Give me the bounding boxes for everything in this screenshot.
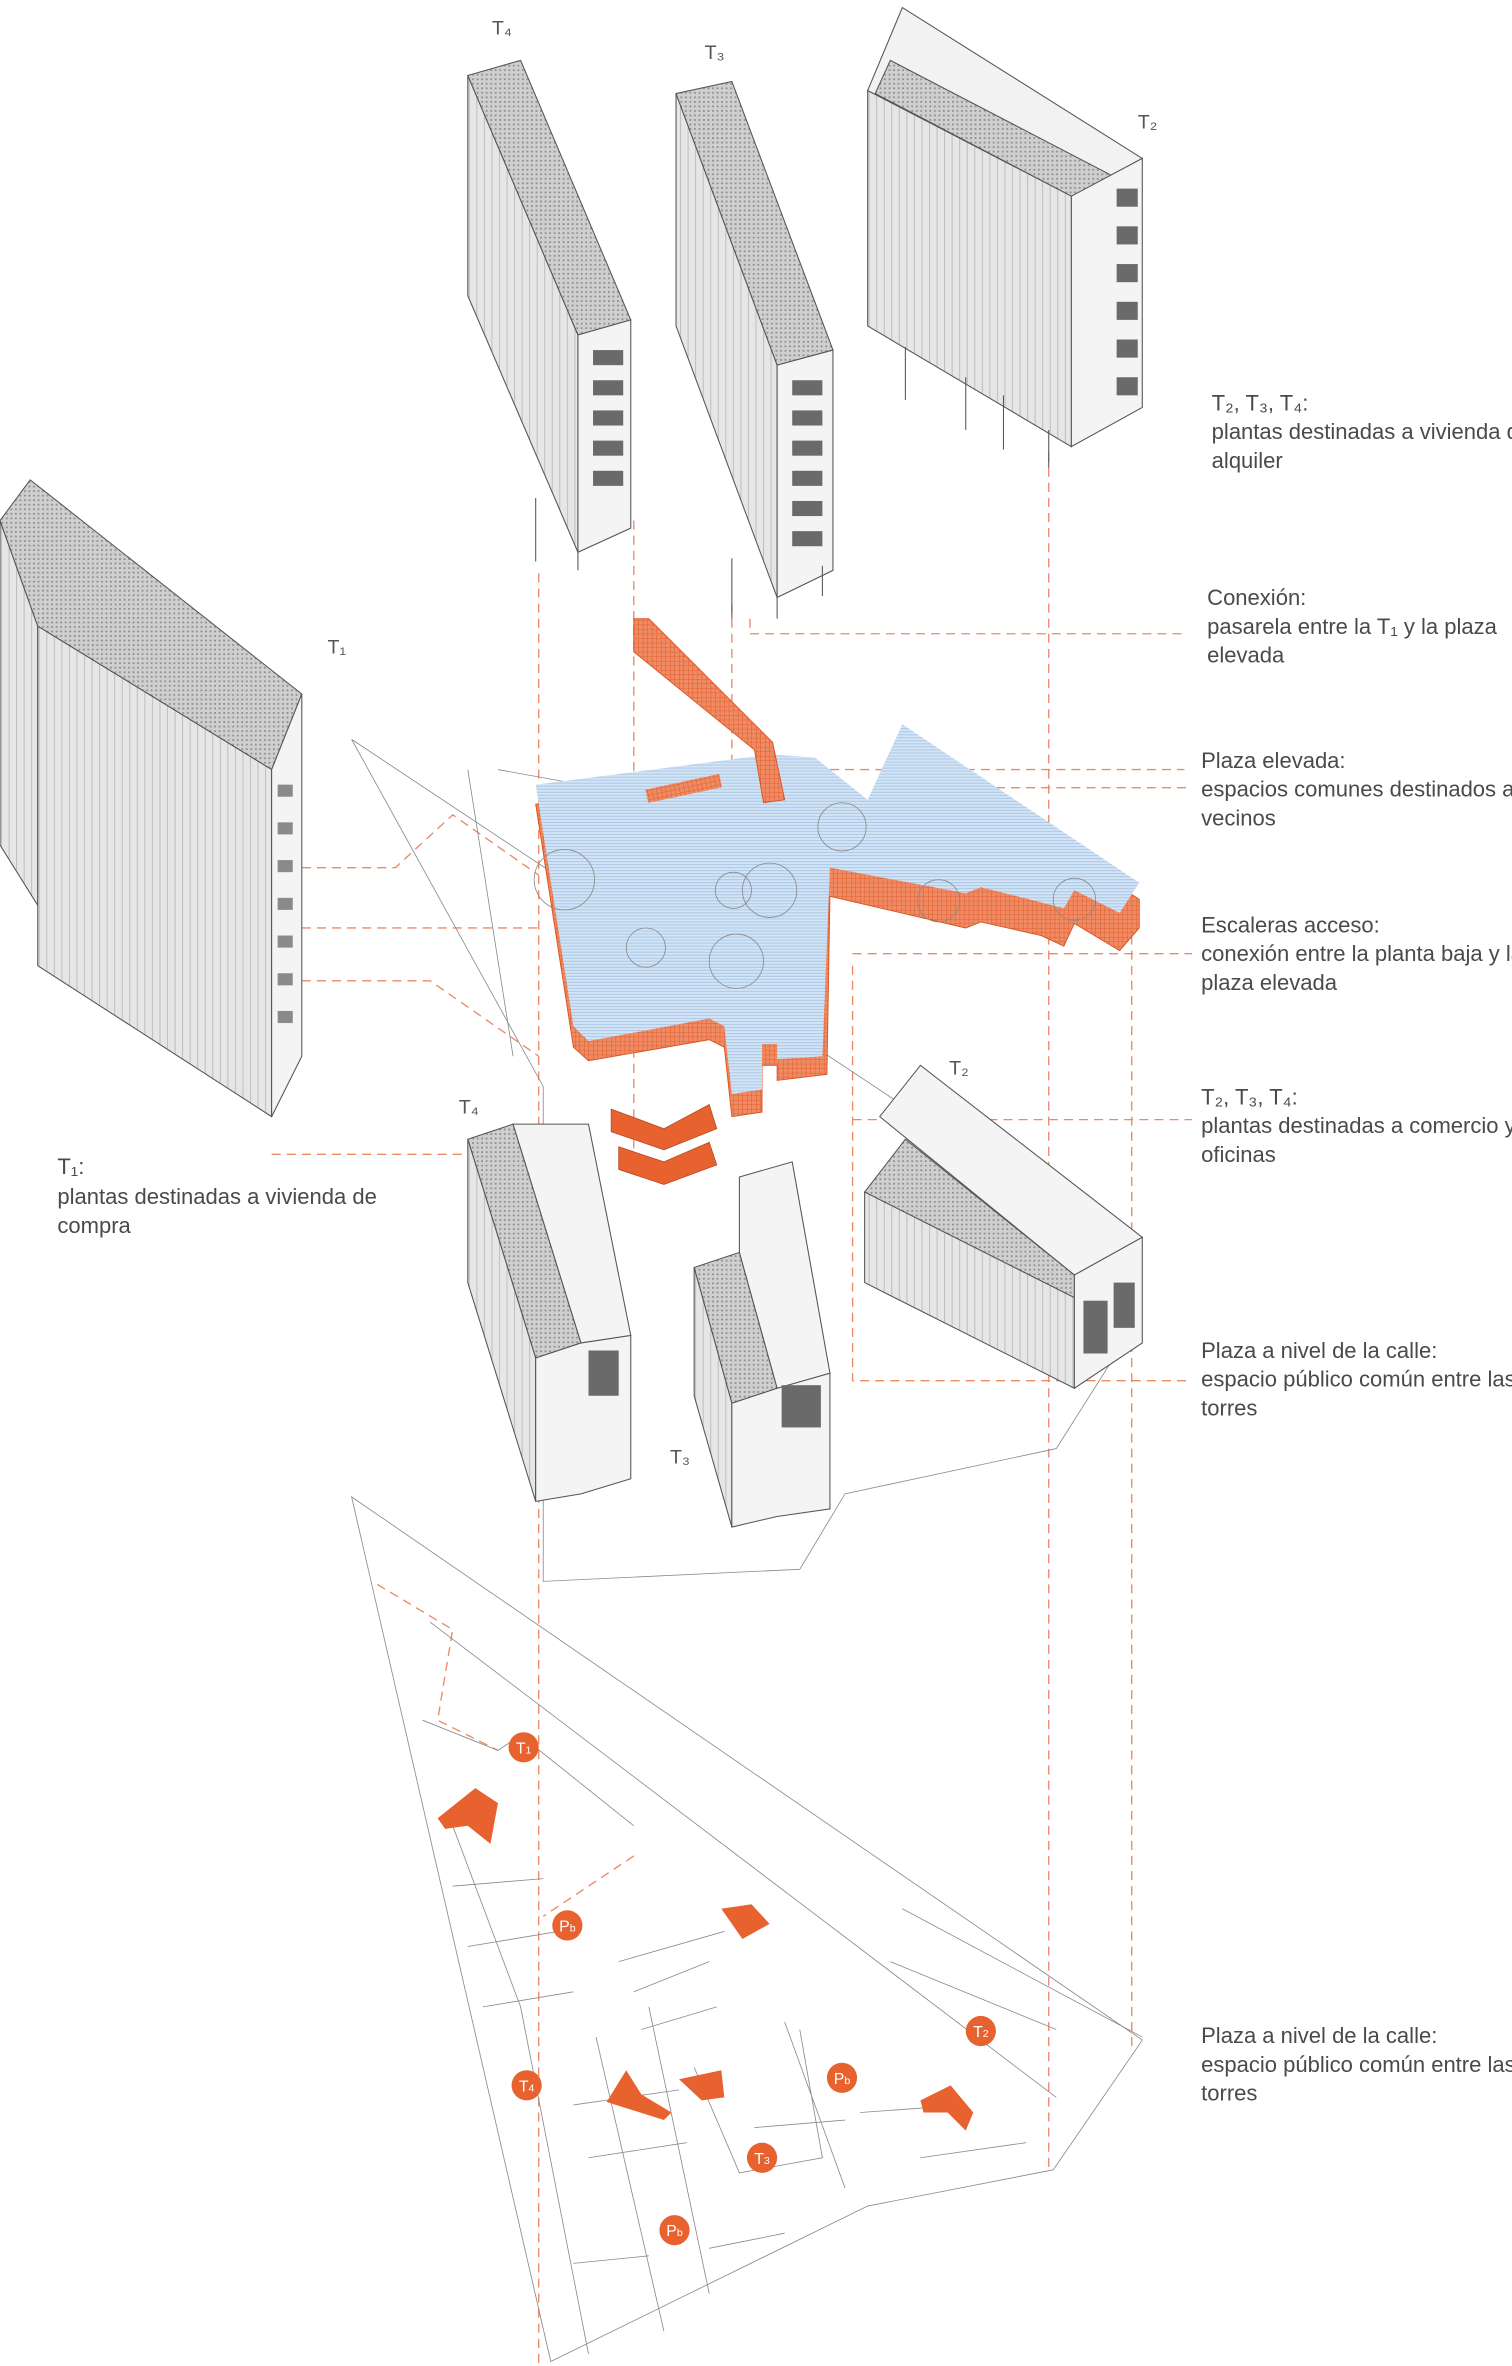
- label-connection: Conexión: pasarela entre la T₁ y la plaz…: [1207, 585, 1497, 667]
- label-purchase: T₁: plantas destinadas a vivienda de com…: [57, 1154, 376, 1238]
- svg-text:Pb: Pb: [666, 2223, 683, 2240]
- svg-text:plaza elevada: plaza elevada: [1201, 970, 1338, 995]
- svg-text:Pb: Pb: [834, 2071, 851, 2088]
- svg-text:torres: torres: [1201, 2080, 1257, 2105]
- svg-text:torres: torres: [1201, 1395, 1257, 1420]
- svg-text:T₂, T₃, T₄:: T₂, T₃, T₄:: [1201, 1085, 1298, 1110]
- tower-label-t3-lower: T₃: [670, 1447, 690, 1469]
- raised-plaza: [533, 618, 1140, 1118]
- tower-t4-upper: [467, 59, 632, 571]
- svg-text:Conexión:: Conexión:: [1207, 585, 1306, 610]
- footbridge: [633, 618, 786, 804]
- tower-label-t4-upper: T₄: [492, 18, 512, 40]
- svg-text:T4: T4: [519, 2078, 535, 2095]
- svg-text:T₁:: T₁:: [57, 1154, 84, 1179]
- svg-text:plantas destinadas a comercio: plantas destinadas a comercio y: [1201, 1113, 1512, 1138]
- tower-label-t3-upper: T₃: [705, 42, 725, 64]
- label-stairs: Escaleras acceso: conexión entre la plan…: [1201, 913, 1512, 995]
- svg-text:Pb: Pb: [559, 1918, 576, 1935]
- tower-label-t2-lower: T₂: [949, 1057, 969, 1079]
- plan-marker: T1: [508, 1732, 539, 1763]
- svg-text:Escaleras acceso:: Escaleras acceso:: [1201, 913, 1380, 938]
- svg-text:espacio público común entre la: espacio público común entre las: [1201, 1367, 1512, 1392]
- plan-marker: T2: [965, 2015, 996, 2047]
- svg-text:conexión entre la planta baja: conexión entre la planta baja y la: [1201, 941, 1512, 966]
- svg-text:vecinos: vecinos: [1201, 805, 1276, 830]
- svg-text:T₂, T₃, T₄:: T₂, T₃, T₄:: [1212, 390, 1309, 415]
- label-raised-plaza: Plaza elevada: espacios comunes destinad…: [1201, 748, 1512, 830]
- label-rental: T₂, T₃, T₄: plantas destinadas a viviend…: [1212, 390, 1512, 472]
- tower-t3-lower: [693, 1161, 831, 1528]
- svg-text:alquiler: alquiler: [1212, 448, 1283, 473]
- plan-marker: T4: [511, 2070, 542, 2101]
- plan-marker: Pb: [826, 2062, 858, 2093]
- svg-text:espacio público común entre la: espacio público común entre las: [1201, 2052, 1512, 2077]
- tower-t4-lower: [467, 1123, 632, 1503]
- svg-text:Plaza a nivel de la calle:: Plaza a nivel de la calle:: [1201, 1338, 1437, 1363]
- svg-text:espacios comunes destinados a: espacios comunes destinados a los: [1201, 777, 1512, 802]
- svg-text:oficinas: oficinas: [1201, 1142, 1276, 1167]
- tower-t3-upper: [675, 80, 834, 619]
- access-stairs: [610, 1103, 718, 1185]
- tower-t2-upper: [866, 6, 1144, 468]
- tower-t2-lower: [863, 1064, 1144, 1390]
- svg-text:T1: T1: [516, 1740, 532, 1757]
- svg-text:T3: T3: [754, 2151, 770, 2168]
- svg-text:plantas destinadas a vivienda: plantas destinadas a vivienda de: [1212, 419, 1512, 444]
- label-street-plaza-plan: Plaza a nivel de la calle: espacio públi…: [1201, 2023, 1512, 2105]
- tower-label-t1: T₁: [327, 636, 346, 658]
- plan-marker: T3: [746, 2142, 778, 2173]
- svg-text:compra: compra: [57, 1213, 131, 1238]
- tower-label-t4-lower: T₄: [459, 1097, 479, 1119]
- svg-text:plantas destinadas a vivienda: plantas destinadas a vivienda de: [57, 1184, 376, 1209]
- svg-text:Plaza elevada:: Plaza elevada:: [1201, 748, 1345, 773]
- svg-text:elevada: elevada: [1207, 642, 1285, 667]
- label-commerce: T₂, T₃, T₄: plantas destinadas a comerci…: [1201, 1085, 1512, 1167]
- ground-plan: [350, 1495, 1143, 2363]
- svg-text:pasarela entre la T₁ y la plaz: pasarela entre la T₁ y la plaza: [1207, 614, 1497, 639]
- tower-label-t2-upper: T₂: [1138, 111, 1158, 133]
- tower-t1: [0, 479, 303, 1118]
- label-street-plaza: Plaza a nivel de la calle: espacio públi…: [1201, 1338, 1512, 1420]
- svg-text:Plaza a nivel de la calle:: Plaza a nivel de la calle:: [1201, 2023, 1437, 2048]
- plan-marker: Pb: [552, 1910, 583, 1941]
- plan-marker: Pb: [659, 2215, 690, 2246]
- svg-text:T2: T2: [973, 2024, 989, 2041]
